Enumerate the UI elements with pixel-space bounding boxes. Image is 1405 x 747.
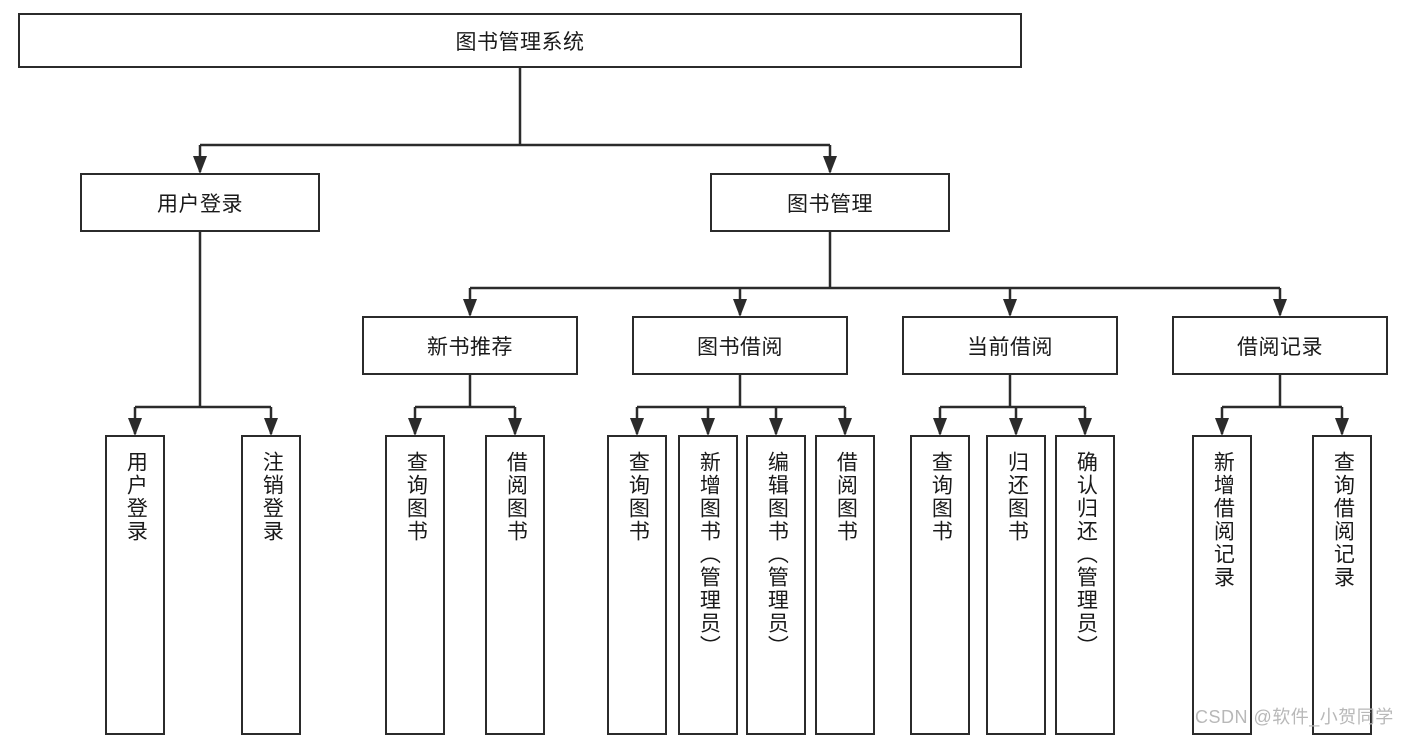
arrowhead-icon [193,156,207,174]
node-leaf-confirm-return[interactable]: 确认归还（管理员） [1055,435,1115,735]
node-label: 图书管理系统 [455,30,585,54]
node-label: 新书推荐 [427,335,513,359]
node-l2-borrow-record[interactable]: 借阅记录 [1172,316,1388,375]
node-leaf-query-book-a[interactable]: 查询图书 [385,435,445,735]
arrowhead-icon [630,418,644,436]
node-leaf-add-record[interactable]: 新增借阅记录 [1192,435,1252,735]
node-label: 新增图书（管理员） [697,451,721,658]
arrowhead-icon [701,418,715,436]
arrowhead-icon [1215,418,1229,436]
node-l2-current-borrow[interactable]: 当前借阅 [902,316,1118,375]
node-leaf-edit-book[interactable]: 编辑图书（管理员） [746,435,806,735]
node-label: 确认归还（管理员） [1074,451,1098,658]
node-label: 当前借阅 [967,335,1053,359]
arrowhead-icon [838,418,852,436]
node-label: 查询图书 [929,451,953,543]
node-leaf-query-book-c[interactable]: 查询图书 [910,435,970,735]
node-leaf-borrow-book-a[interactable]: 借阅图书 [485,435,545,735]
node-l2-new-book-rec[interactable]: 新书推荐 [362,316,578,375]
node-label: 借阅图书 [504,451,528,543]
arrowhead-icon [408,418,422,436]
arrowhead-icon [1078,418,1092,436]
node-label: 借阅图书 [834,451,858,543]
node-l1-user-login[interactable]: 用户登录 [80,173,320,232]
arrowhead-icon [1273,299,1287,317]
node-leaf-return-book[interactable]: 归还图书 [986,435,1046,735]
node-label: 图书借阅 [697,335,783,359]
arrowhead-icon [823,156,837,174]
arrowhead-icon [1009,418,1023,436]
arrowhead-icon [128,418,142,436]
node-label: 查询图书 [404,451,428,543]
node-leaf-borrow-book-b[interactable]: 借阅图书 [815,435,875,735]
arrowhead-icon [463,299,477,317]
node-label: 新增借阅记录 [1211,451,1235,589]
node-leaf-query-book-b[interactable]: 查询图书 [607,435,667,735]
arrowhead-icon [508,418,522,436]
node-leaf-add-book[interactable]: 新增图书（管理员） [678,435,738,735]
node-label: 图书管理 [787,192,873,216]
node-label: 用户登录 [157,192,243,216]
node-root[interactable]: 图书管理系统 [18,13,1022,68]
node-label: 查询借阅记录 [1331,451,1355,589]
node-label: 用户登录 [124,451,148,543]
node-l1-book-mgmt[interactable]: 图书管理 [710,173,950,232]
node-leaf-user-login[interactable]: 用户登录 [105,435,165,735]
arrowhead-icon [1335,418,1349,436]
node-label: 注销登录 [260,451,284,543]
arrowhead-icon [1003,299,1017,317]
node-label: 查询图书 [626,451,650,543]
node-leaf-logout[interactable]: 注销登录 [241,435,301,735]
arrowhead-icon [733,299,747,317]
node-label: 归还图书 [1005,451,1029,543]
node-leaf-query-record[interactable]: 查询借阅记录 [1312,435,1372,735]
watermark-label: CSDN @软件_小贺同学 [1195,707,1394,727]
arrowhead-icon [933,418,947,436]
arrowhead-icon [769,418,783,436]
node-l2-book-borrow[interactable]: 图书借阅 [632,316,848,375]
node-label: 编辑图书（管理员） [765,451,789,658]
node-label: 借阅记录 [1237,335,1323,359]
arrowhead-icon [264,418,278,436]
